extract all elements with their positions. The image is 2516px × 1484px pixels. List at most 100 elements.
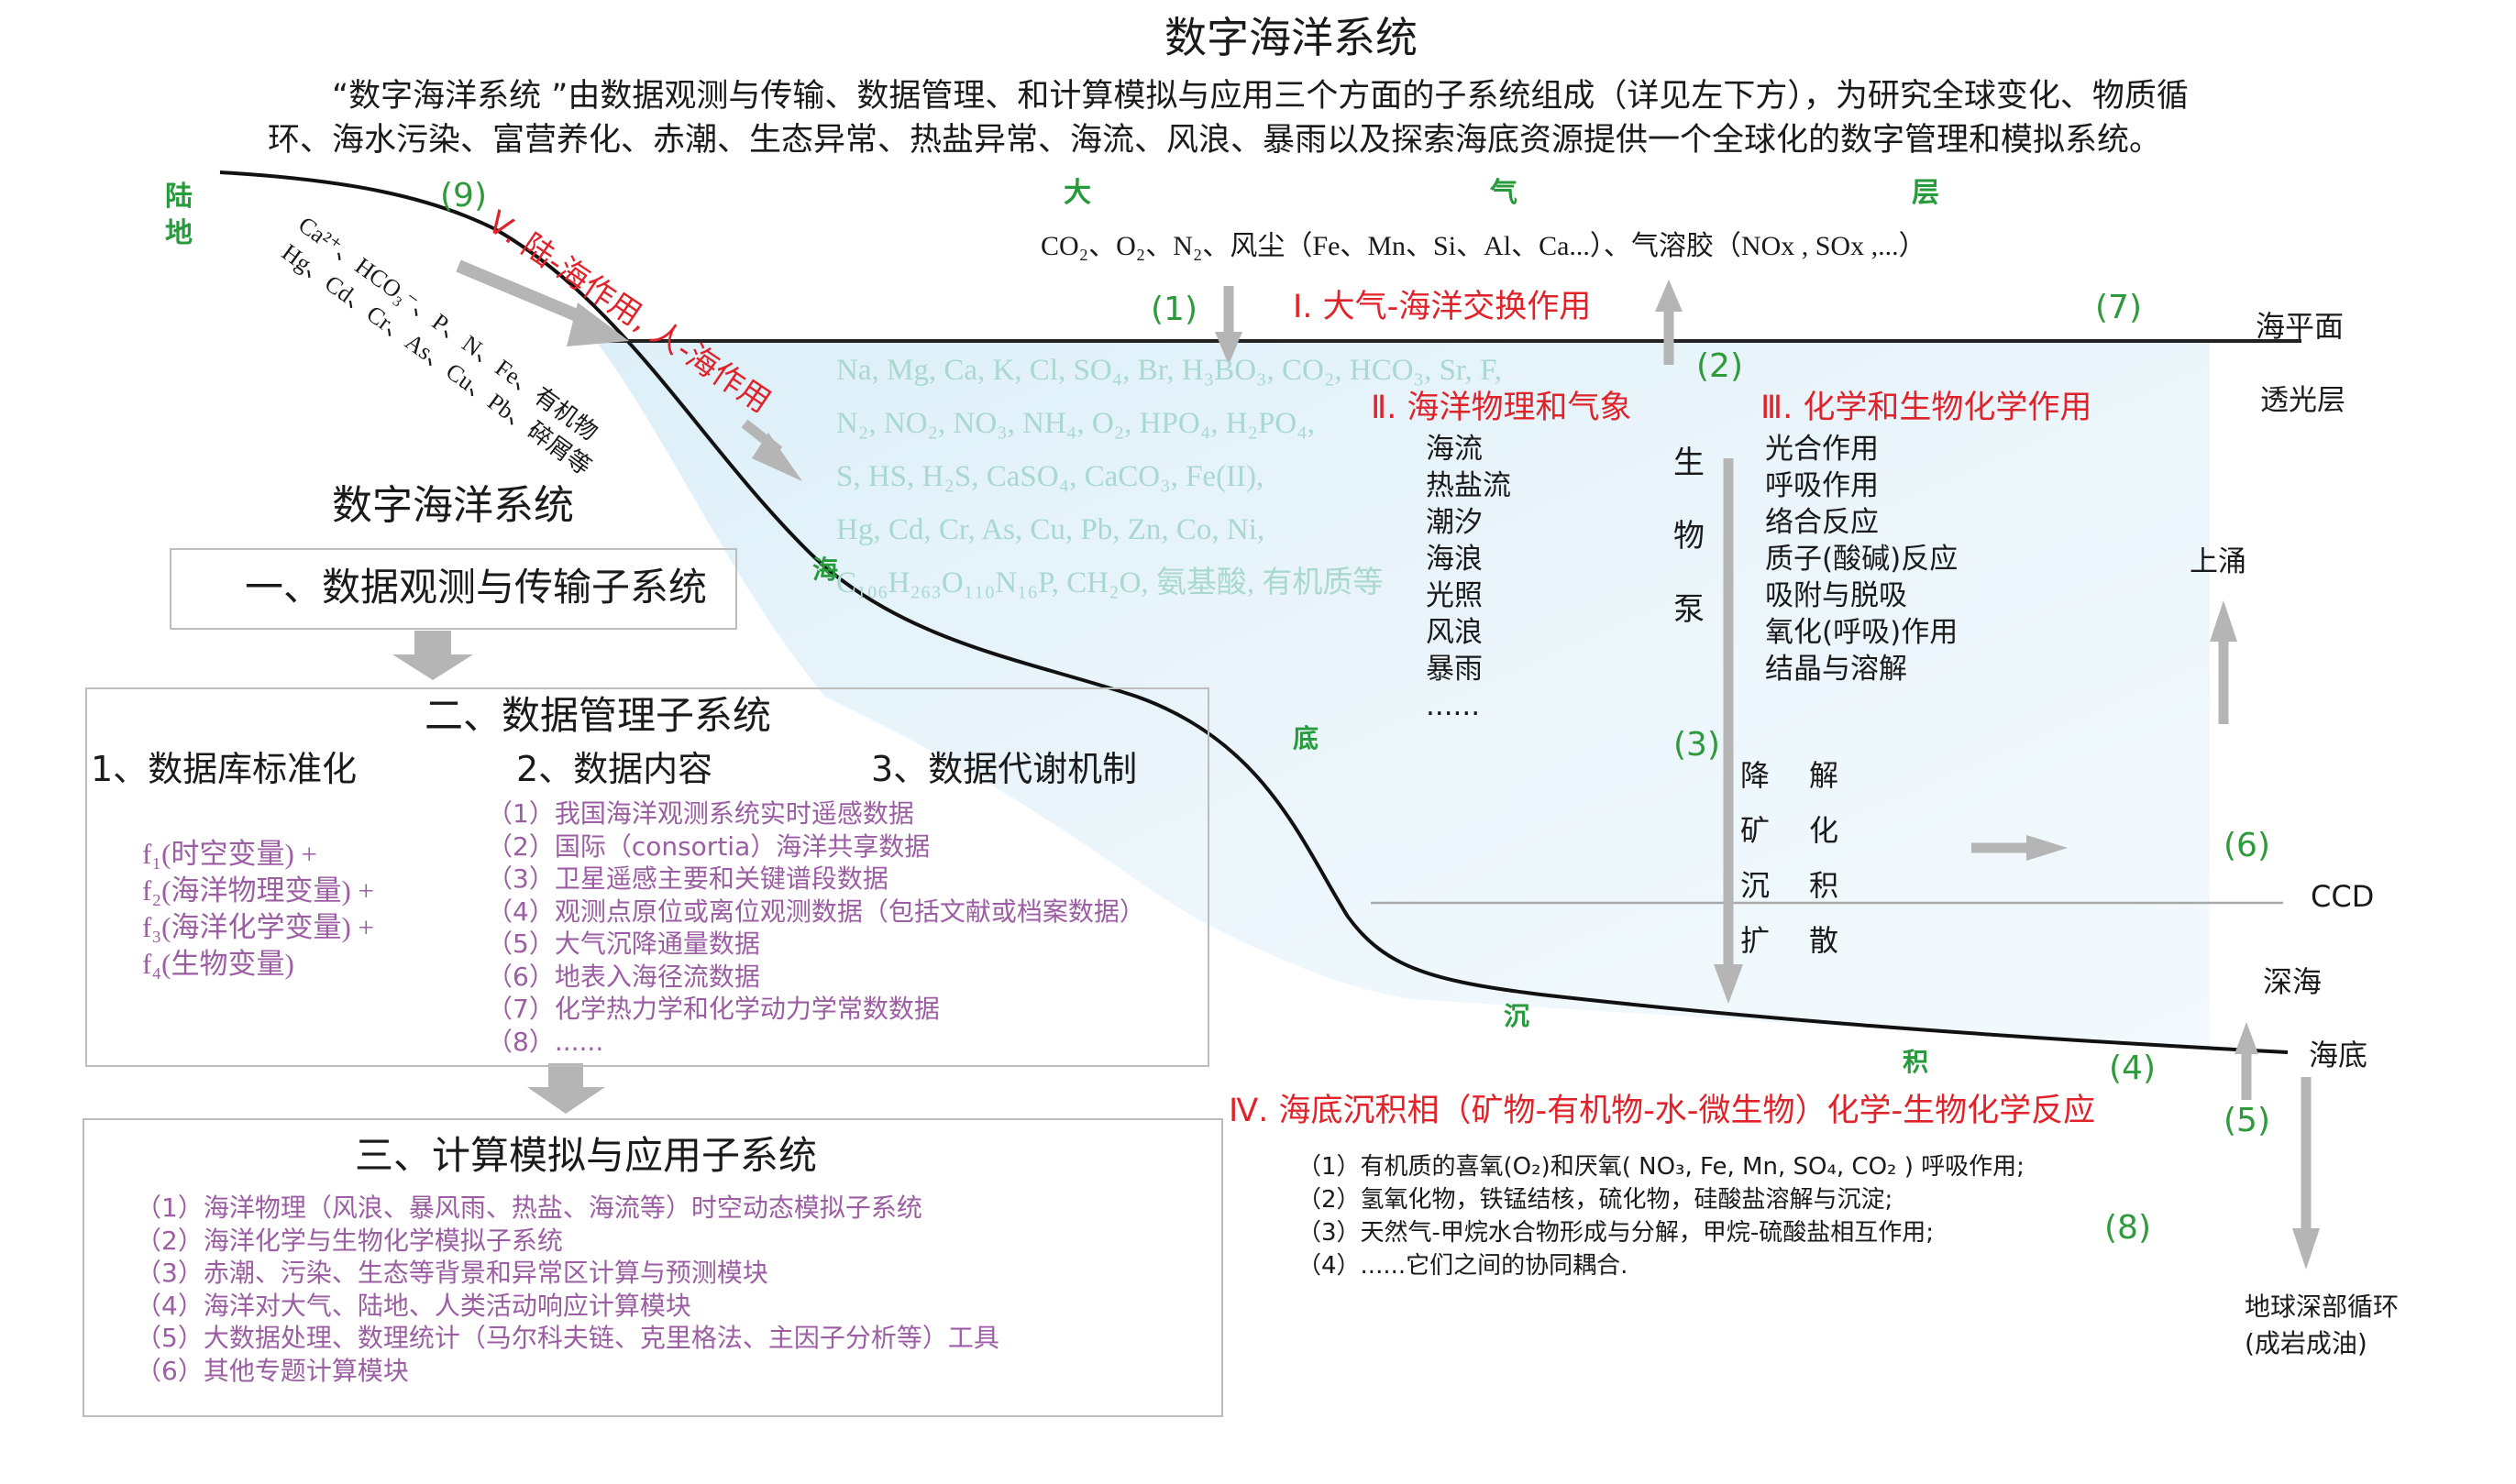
ocean-water-area [596,341,2210,1050]
process-pair-mineralization-1: 矿 [1740,813,1771,848]
module-item: （6）其他专题计算模块 [136,1355,409,1386]
sediment-reaction-item: （1）有机质的喜氧(O₂)和厌氧( NO₃, Fe, Mn, SO₄, CO₂ … [1297,1153,2025,1181]
subsystem-1-title: 一、数据观测与传输子系统 [245,565,708,610]
module-item: （2）海洋化学与生物化学模拟子系统 [136,1225,563,1256]
label-atmosphere-ceng: 层 [1912,177,1939,209]
marker-1: (1) [1151,291,1197,328]
atmosphere-species: CO₂、O₂、N₂、风尘（Fe、Mn、Si、Al、Ca...）、气溶胶（NOx … [1041,231,1926,261]
physics-item: 海浪 [1426,543,1483,576]
process-pair-sedimentation-1: 沉 [1740,868,1771,903]
subsystem-2-col-2: 2、数据内容 [516,749,713,789]
chemistry-item: 呼吸作用 [1765,469,1879,502]
intro-line-2: 环、海水污染、富营养化、赤潮、生态异常、热盐异常、海流、风浪、暴雨以及探索海底资… [268,122,2162,159]
label-seafloor-hai: 海 [812,555,839,585]
label-deep-earth-cycle: 地球深部循环 [2245,1292,2400,1322]
process-4-sediment-reactions: Ⅳ. 海底沉积相（矿物-有机物-水-微生物）化学-生物化学反应 [1229,1093,2096,1129]
module-item: （4）海洋对大气、陆地、人类活动响应计算模块 [136,1290,691,1321]
process-pair-degradation-1: 降 [1740,758,1771,793]
process-1-air-sea-exchange: Ⅰ. 大气-海洋交换作用 [1293,289,1592,325]
label-photic-zone: 透光层 [2260,384,2345,417]
marker-8: (8) [2104,1209,2151,1247]
chemistry-item: 络合反应 [1765,506,1879,539]
arrow-seafloor-up [2235,1022,2258,1100]
data-content-item: （6）地表入海径流数据 [487,961,760,992]
marker-9: (9) [440,177,487,214]
arrow-subsystem-1-to-2 [392,631,473,680]
arrow-deep-earth-cycle [2292,1077,2320,1270]
intro-line-1: “数字海洋系统 ”由数据观测与传输、数据管理、和计算模拟与应用三个方面的子系统组… [332,78,2189,115]
data-content-item: （1）我国海洋观测系统实时遥感数据 [487,798,914,829]
subsystems-heading: 数字海洋系统 [332,482,574,529]
arrow-upwelling [2210,600,2237,724]
subsystem-2-data-contents: （1）我国海洋观测系统实时遥感数据 （2）国际（consortia）海洋共享数据… [487,797,1145,1058]
data-content-item: （7）化学热力学和化学动力学常数数据 [487,994,940,1024]
sediment-reactions-list: （1）有机质的喜氧(O₂)和厌氧( NO₃, Fe, Mn, SO₄, CO₂ … [1297,1150,2025,1282]
sediment-reaction-item: （4）......它们之间的协同耦合. [1297,1252,1628,1280]
subsystem-2-title: 二、数据管理子系统 [425,693,772,738]
arrow-land-input-2 [741,419,802,481]
label-land-lu: 陆 [165,181,193,213]
process-pair-sedimentation-2: 积 [1809,868,1839,903]
seawater-species-line-1: Na, Mg, Ca, K, Cl, SO₄, Br, H₃BO₃, CO₂, … [836,354,1503,387]
arrow-subsystem-2-to-3 [527,1063,605,1114]
label-sediment-chen: 沉 [1504,1001,1530,1031]
seawater-species-line-4: Hg, Cd, Cr, As, Cu, Pb, Zn, Co, Ni, [836,513,1265,546]
data-content-item: （3）卫星遥感主要和关键谱段数据 [487,863,888,894]
data-content-item: （8）...... [487,1026,604,1057]
label-atmosphere-qi: 气 [1490,177,1517,209]
chemistry-item: 吸附与脱吸 [1765,579,1907,612]
subsystem-1-box: 一、数据观测与传输子系统 [170,548,737,630]
physics-item: 热盐流 [1426,469,1511,502]
arrow-biological-pump [1714,458,1743,1004]
marker-5: (5) [2224,1102,2270,1139]
marker-7: (7) [2095,289,2142,326]
marker-4: (4) [2109,1050,2156,1087]
arrow-land-input-1 [456,259,629,346]
subsystem-3-modules: （1）海洋物理（风浪、暴风雨、热盐、海流等）时空动态模拟子系统 （2）海洋化学与… [136,1192,999,1387]
bio-pump-char-1: 生 [1673,445,1705,481]
module-item: （1）海洋物理（风浪、暴风雨、热盐、海流等）时空动态模拟子系统 [136,1193,922,1223]
label-seafloor-di: 底 [1293,723,1319,753]
seawater-species-line-2: N₂, NO₂, NO₃, NH₄, O₂, HPO₄, H₂PO₄, [836,407,1315,440]
chemistry-item: 质子(酸碱)反应 [1765,543,1959,576]
physics-list: 海流 热盐流 潮汐 海浪 光照 风浪 暴雨 ...... [1426,431,1511,724]
process-pair-diffusion-2: 散 [1809,923,1839,958]
sediment-reaction-item: （2）氢氧化物，铁锰结核，硫化物，硅酸盐溶解与沉淀; [1297,1186,1893,1214]
arrow-deposition-in [1215,286,1242,365]
process-pair-degradation-2: 解 [1809,758,1839,793]
formula-term: f₃(海洋化学变量) + [142,911,375,943]
chemistry-list: 光合作用 呼吸作用 络合反应 质子(酸碱)反应 吸附与脱吸 氧化(呼吸)作用 结… [1765,431,1958,687]
process-pair-mineralization-2: 化 [1809,813,1839,848]
data-content-item: （4）观测点原位或离位观测数据（包括文献或档案数据） [487,896,1145,927]
physics-item: 海流 [1426,433,1483,466]
module-item: （5）大数据处理、数理统计（马尔科夫链、克里格法、主因子分析等）工具 [136,1323,999,1353]
label-land-di: 地 [165,217,193,249]
physics-item: 光照 [1426,579,1483,612]
chemistry-item: 结晶与溶解 [1765,653,1907,686]
label-deep-sea: 深海 [2263,964,2323,999]
label-seafloor: 海底 [2309,1038,2368,1072]
process-3-chemical-biochemical: Ⅲ. 化学和生物化学作用 [1760,390,2092,426]
bio-pump-char-3: 泵 [1673,591,1705,628]
physics-item: 暴雨 [1426,653,1483,686]
physics-item: 潮汐 [1426,506,1483,539]
sediment-reaction-item: （3）天然气-甲烷水合物形成与分解，甲烷-硫酸盐相互作用; [1297,1219,1935,1247]
arrow-lateral-transport [1971,835,2068,861]
marker-3: (3) [1673,726,1720,764]
formula-term: f₁(时空变量) + [142,838,318,870]
page-title: 数字海洋系统 [1164,13,1418,62]
subsystem-2-formula: f₁(时空变量) + f₂(海洋物理变量) + f₃(海洋化学变量) + f₄(… [142,836,374,983]
marker-2: (2) [1696,347,1743,385]
seawater-species-line-5: C₁₀₆H₂₆₃O₁₁₀N₁₆P, CH₂O, 氨基酸, 有机质等 [836,566,1384,599]
label-diagenesis-oil: (成岩成油) [2245,1328,2367,1358]
subsystem-3-title: 三、计算模拟与应用子系统 [355,1133,818,1178]
data-content-item: （2）国际（consortia）海洋共享数据 [487,830,931,862]
subsystem-2-col-1: 1、数据库标准化 [91,749,358,789]
formula-term: f₄(生物变量) [142,948,294,980]
module-item: （3）赤潮、污染、生态等背景和异常区计算与预测模块 [136,1258,768,1288]
subsystem-2-box: 二、数据管理子系统 1、数据库标准化 2、数据内容 3、数据代谢机制 f₁(时空… [85,687,1209,1067]
bio-pump-char-2: 物 [1673,518,1705,555]
label-upwelling: 上涌 [2190,545,2246,578]
